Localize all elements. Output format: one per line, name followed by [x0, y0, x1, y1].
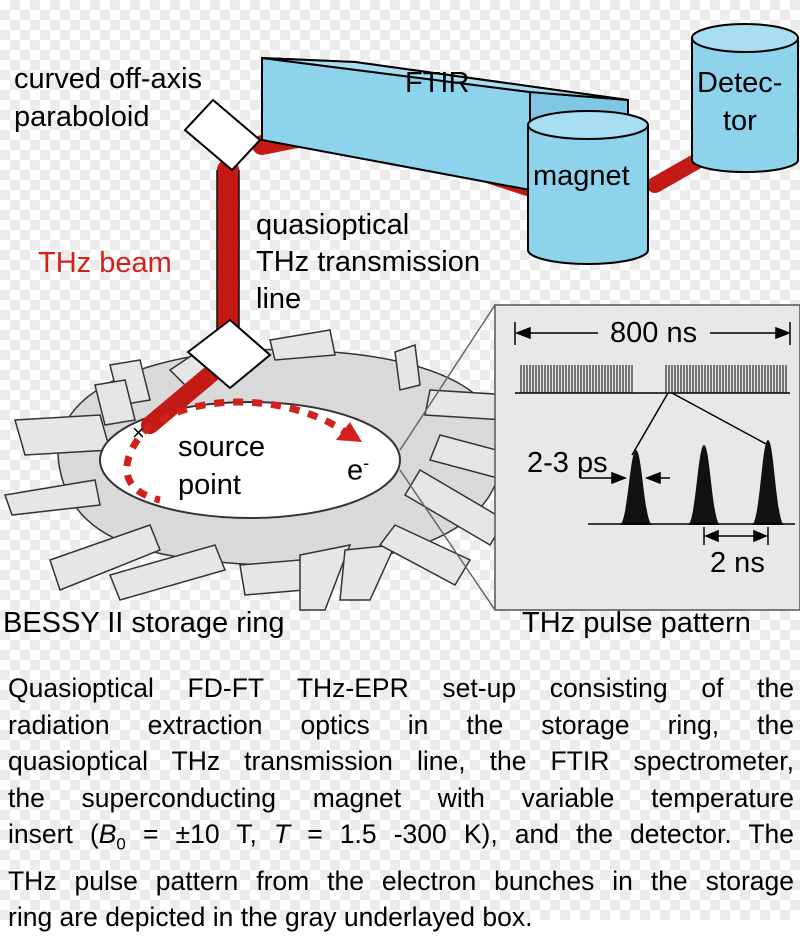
pulses	[588, 440, 795, 525]
pulse-width-label: 2-3 ps	[527, 447, 608, 479]
transmission-label-line3: line	[256, 283, 302, 315]
pulse-2	[688, 445, 720, 525]
caption-line-5: insert (B0 = ±10 T, T = 1.5 -300 K), and…	[8, 819, 794, 854]
detector-label-line1: Detec-	[697, 67, 783, 99]
caption-line-6: THz pulse pattern from the electron bunc…	[8, 865, 794, 896]
electron-path	[158, 398, 348, 435]
detector-label-line2: tor	[723, 105, 757, 137]
spacing-arrow	[703, 527, 769, 545]
thz-beam-label: THz beam	[38, 247, 172, 279]
electron-arrowhead	[336, 422, 362, 442]
caption-line-3: quasioptical THz transmission line, the …	[8, 746, 794, 776]
source-label-line2: point	[178, 469, 241, 501]
electron-label: e-	[347, 453, 370, 487]
transmission-label-line2: THz transmission	[256, 246, 480, 278]
pulse-inset	[399, 304, 800, 611]
magnet-cylinder	[527, 110, 649, 265]
bunch-train-right	[665, 365, 787, 393]
transmission-label-line1: quasioptical	[256, 209, 410, 241]
pulse-title: THz pulse pattern	[522, 607, 751, 639]
figure-caption: Quasioptical FD-FT THz-EPR set-up consis…	[8, 670, 794, 936]
period-arrow	[514, 322, 792, 345]
pulse-3	[752, 440, 784, 525]
period-label: 800 ns	[610, 317, 698, 349]
extraction-mirror	[186, 318, 272, 390]
spacing-label: 2 ns	[710, 547, 765, 579]
source-mark: ×	[132, 420, 145, 445]
pulse-1	[620, 450, 652, 525]
caption-line-7: ring are depicted in the gray underlayed…	[8, 902, 533, 933]
caption-line-2: radiation extraction optics in the stora…	[8, 709, 794, 740]
magnet-label: magnet	[533, 160, 630, 192]
bunch-train-left	[520, 365, 633, 393]
paraboloid-label-line2: paraboloid	[14, 101, 150, 133]
ftir-label: FTIR	[405, 67, 470, 99]
pulse-width-arrows	[580, 471, 670, 485]
ring-title: BESSY II storage ring	[3, 607, 285, 639]
storage-ring	[3, 329, 517, 611]
zoom-lines	[631, 392, 769, 456]
detector-cylinder	[691, 23, 799, 173]
caption-line-1: Quasioptical FD-FT THz-EPR set-up consis…	[8, 673, 794, 703]
bunch-train	[515, 365, 790, 394]
paraboloid-label-line1: curved off-axis	[14, 63, 203, 95]
paraboloid-mirror	[183, 98, 262, 172]
source-label-line1: source	[178, 431, 266, 463]
caption-line-4: the superconducting magnet with variable…	[8, 782, 794, 813]
